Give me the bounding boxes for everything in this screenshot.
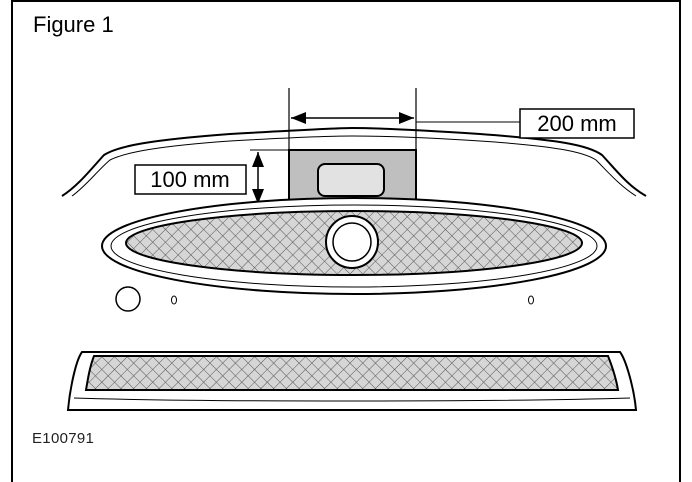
- width-label: 200 mm: [537, 111, 616, 136]
- lower-grille-mesh: [84, 355, 620, 391]
- fog-lamp-hole: [115, 286, 141, 312]
- height-label-box: [134, 164, 247, 195]
- width-label-box: [519, 108, 635, 139]
- fixing-hole-left: [171, 295, 177, 305]
- reference-code: E100791: [32, 430, 95, 447]
- figure-frame: [11, 0, 681, 482]
- bumper-contour-inner: [71, 135, 637, 197]
- height-label: 100 mm: [150, 167, 229, 192]
- fixing-hole-right: [528, 295, 534, 305]
- badge-inner: [332, 222, 372, 262]
- upper-grille-surround-inner: [110, 204, 598, 288]
- sensor-window: [317, 163, 385, 197]
- figure-title: Figure 1: [33, 12, 114, 37]
- bumper-contour: [61, 126, 647, 197]
- lower-grille-frame-lip: [73, 397, 631, 402]
